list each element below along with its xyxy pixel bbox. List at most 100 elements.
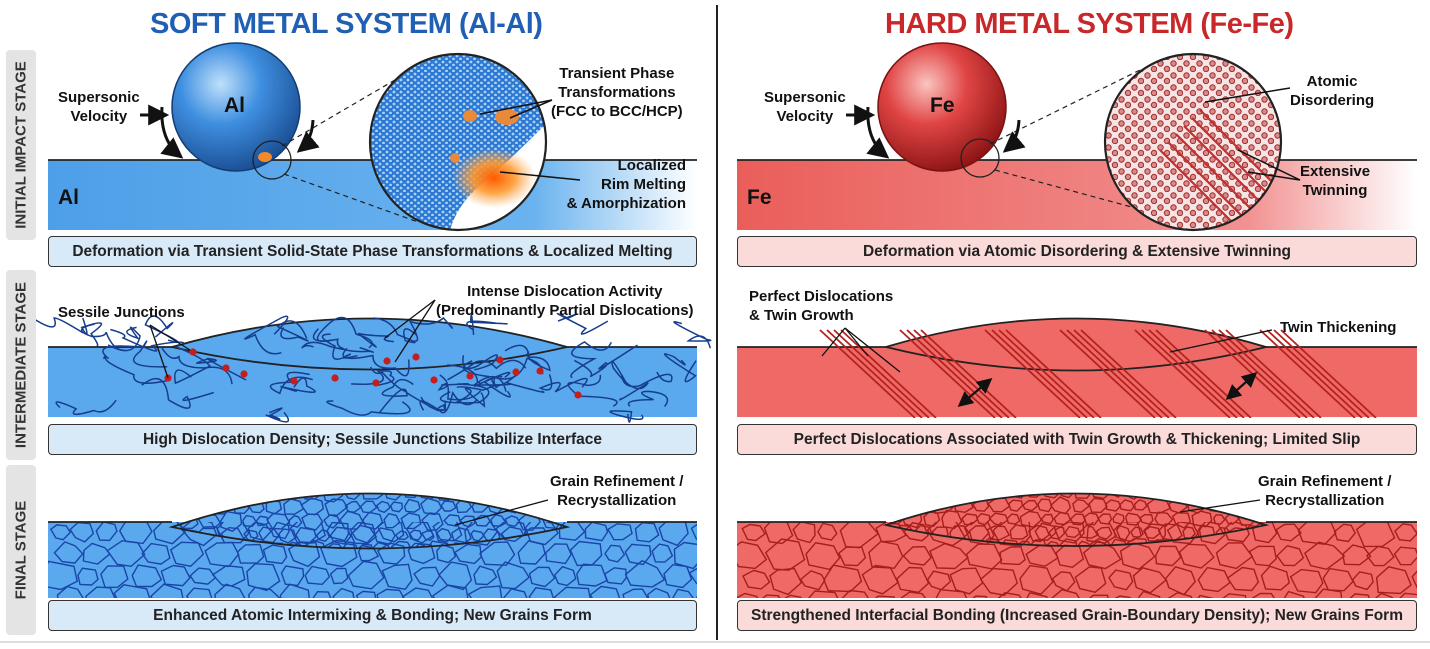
- grain-boundary: [178, 497, 197, 515]
- grain-boundary: [1225, 495, 1249, 516]
- grain-boundary: [1289, 568, 1324, 594]
- twin-line: [1266, 329, 1363, 418]
- grain-boundary: [1416, 530, 1417, 535]
- grain-boundary: [1213, 514, 1226, 526]
- grain-boundary: [861, 564, 899, 595]
- grain-boundary: [504, 493, 520, 499]
- grain-boundary: [329, 526, 352, 545]
- hard-particle-label: Fe: [930, 94, 955, 117]
- grain-boundary: [992, 522, 1031, 547]
- grain-boundary: [1112, 512, 1125, 525]
- grain-boundary: [323, 514, 341, 529]
- grain-boundary: [374, 527, 396, 545]
- grain-boundary: [517, 540, 546, 565]
- grain-boundary: [1349, 593, 1371, 598]
- sessile-junction-dot: [290, 377, 298, 385]
- grain-boundary: [817, 522, 838, 541]
- grain-boundary: [528, 587, 555, 598]
- dislocation-line: [408, 316, 454, 342]
- sessile-junction-dot: [412, 353, 420, 361]
- dislocation-line: [269, 371, 314, 395]
- dislocation-line: [244, 315, 289, 355]
- grain-boundary: [95, 522, 118, 542]
- grain-boundary: [742, 569, 771, 590]
- grain-boundary: [248, 586, 281, 598]
- grain-boundary: [200, 493, 224, 500]
- grain-boundary: [941, 509, 963, 530]
- grain-boundary: [1089, 537, 1112, 546]
- grain-boundary: [464, 522, 498, 546]
- grain-boundary: [976, 512, 991, 526]
- dislocation-line: [609, 410, 644, 423]
- dislocation-line: [174, 345, 212, 385]
- grain-boundary: [1171, 512, 1192, 529]
- grain-boundary: [996, 493, 1012, 499]
- hard-initial-caption: Deformation via Atomic Disordering & Ext…: [737, 236, 1417, 267]
- grain-boundary: [1006, 513, 1021, 525]
- sessile-junction-dot: [372, 379, 380, 387]
- dislocation-line: [326, 400, 411, 416]
- grain-boundary: [1275, 523, 1302, 542]
- grain-boundary: [741, 523, 766, 542]
- grain-boundary: [1283, 590, 1305, 598]
- grain-boundary: [808, 590, 839, 598]
- twin-line: [840, 329, 937, 418]
- soft-particle-label: Al: [224, 94, 245, 117]
- grain-boundary: [1222, 593, 1247, 598]
- hard-system-title: HARD METAL SYSTEM (Fe-Fe): [885, 8, 1294, 40]
- dislocation-line: [663, 353, 697, 383]
- grain-boundary: [312, 590, 332, 598]
- grain-boundary: [169, 541, 205, 567]
- grain-boundary: [438, 561, 473, 591]
- grain-boundary: [141, 542, 171, 565]
- grain-boundary: [1351, 571, 1374, 591]
- grain-boundary: [255, 515, 270, 527]
- grain-boundary: [56, 585, 84, 598]
- grain-boundary: [923, 511, 941, 527]
- sessile-junction-dot: [240, 370, 248, 378]
- grain-boundary: [236, 543, 265, 564]
- grain-boundary: [1155, 493, 1181, 502]
- grain-boundary: [517, 493, 541, 501]
- sessile-junction-dot: [574, 391, 582, 399]
- soft-substrate: [48, 160, 697, 230]
- grain-boundary: [888, 495, 911, 516]
- grain-boundary: [1154, 545, 1182, 567]
- twin-line: [1005, 329, 1102, 418]
- grain-boundary: [131, 564, 163, 588]
- grain-boundary: [172, 493, 185, 500]
- grain-boundary: [607, 523, 633, 541]
- grain-boundary: [1139, 493, 1160, 499]
- grain-boundary: [486, 493, 505, 500]
- grain-boundary: [283, 498, 305, 515]
- grain-boundary: [986, 525, 1011, 541]
- grain-boundary: [402, 493, 419, 499]
- grain-boundary: [280, 565, 305, 587]
- grain-boundary: [118, 522, 153, 545]
- grain-boundary: [407, 542, 436, 565]
- grain-boundary: [1008, 499, 1024, 512]
- sessile-junction-dot: [189, 348, 197, 356]
- grain-boundary: [690, 523, 697, 541]
- grain-boundary: [647, 587, 671, 598]
- grain-boundary: [1314, 588, 1343, 598]
- grain-boundary: [355, 590, 377, 598]
- grain-boundary: [85, 586, 116, 598]
- sessile-junction-dot: [331, 374, 339, 382]
- grain-boundary: [1088, 594, 1109, 598]
- grain-boundary: [100, 565, 129, 589]
- grain-boundary: [219, 493, 236, 498]
- grain-boundary: [1142, 525, 1162, 540]
- grain-boundary: [935, 588, 968, 598]
- grain-boundary: [279, 583, 310, 598]
- grain-boundary: [1022, 499, 1039, 512]
- twin-line: [1134, 329, 1231, 418]
- grain-boundary: [242, 514, 257, 528]
- grain-boundary: [988, 512, 1009, 527]
- grain-boundary: [324, 498, 349, 516]
- grain-boundary: [949, 567, 984, 595]
- grain-boundary: [553, 565, 577, 587]
- dislocation-line: [454, 387, 486, 408]
- grain-boundary: [1137, 590, 1161, 598]
